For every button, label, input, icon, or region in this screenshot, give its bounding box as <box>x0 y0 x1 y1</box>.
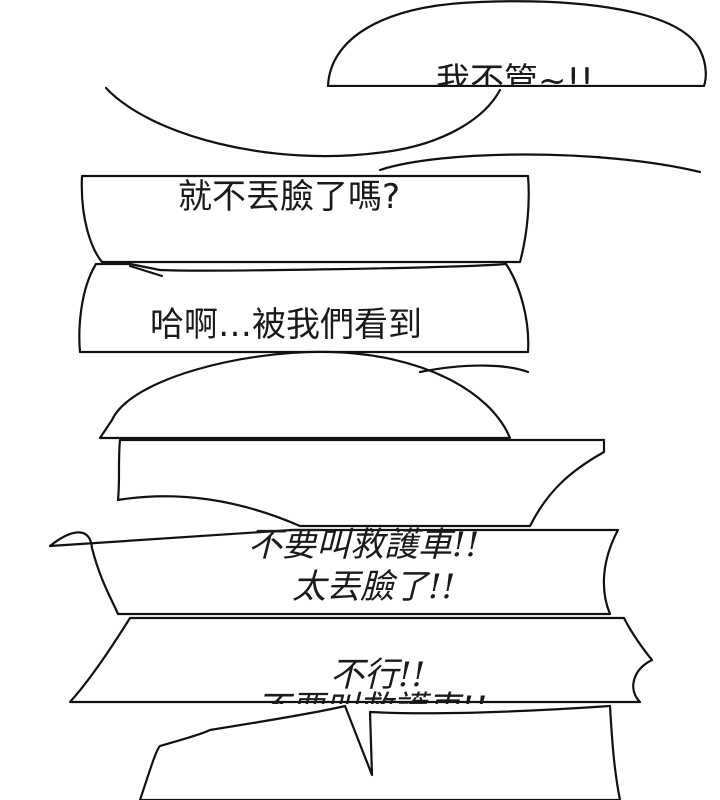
burst-bubble-upper <box>116 438 606 528</box>
panel-5-shout: 不要叫救護車!! 太丟臉了!! <box>48 525 620 616</box>
panel-3-strip <box>98 350 530 440</box>
speech-bubble-left-lower-curve <box>104 86 502 158</box>
shout-text-too-embarrassing: 太丟臉了!! <box>292 567 455 607</box>
shout-text-no-ambulance-cut: 不要叫救護車!! <box>256 689 487 729</box>
burst-bubble-no <box>68 616 654 704</box>
panel-1-main-bubble: 就不丟臉了嗎? <box>80 153 702 264</box>
speech-bubble-bottom <box>138 704 622 800</box>
speech-bubble-lower-arch <box>98 350 512 440</box>
shout-text-no: 不行!! <box>330 655 425 695</box>
speech-text-not-embarrassing: 就不丟臉了嗎? <box>178 177 400 217</box>
shout-text-no-ambulance: 不要叫救護車!! <box>248 525 479 565</box>
burst-bubble-shout <box>48 528 620 616</box>
panel-4-burst <box>116 438 606 528</box>
panel-7-bottom <box>138 704 622 800</box>
panel-1-top-strip: 我不管~!! <box>0 0 720 175</box>
speech-bubble-main-2 <box>78 262 530 354</box>
panel-6-shout: 不行!! 不要叫救護車!! <box>68 616 654 729</box>
speech-bubble-main-1 <box>80 174 530 264</box>
speech-text-seen-by-us: 哈啊…被我們看到 <box>150 305 422 345</box>
panel-2: 哈啊…被我們看到 <box>78 262 530 354</box>
speech-bubble-top-right <box>326 0 707 88</box>
